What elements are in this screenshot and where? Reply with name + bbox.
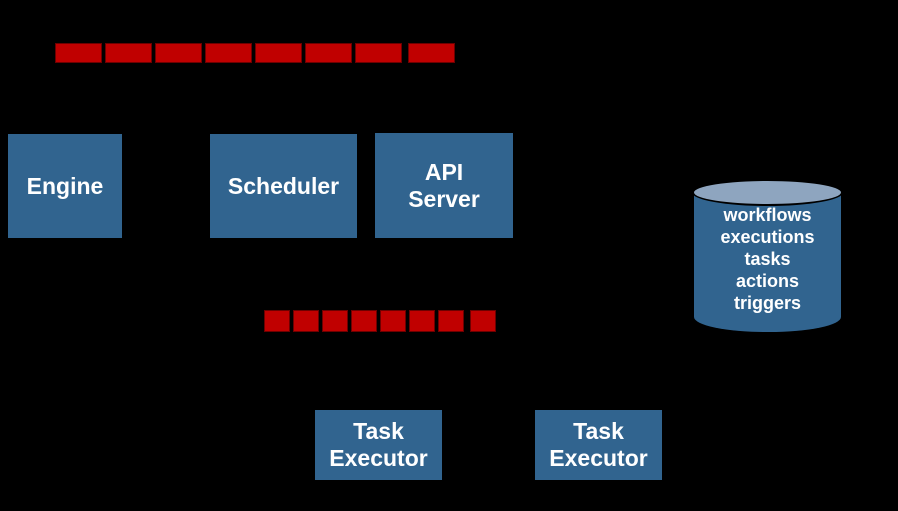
- queue-segment: [409, 310, 435, 332]
- queue-segment: [470, 310, 496, 332]
- queue-segment: [255, 43, 302, 63]
- datastore-item: tasks: [744, 249, 791, 269]
- api-server-label: API Server: [408, 158, 480, 212]
- queue-segment: [380, 310, 406, 332]
- queue-segment: [351, 310, 377, 332]
- datastore-item: workflows: [723, 205, 812, 225]
- queue-segment: [305, 43, 352, 63]
- queue-segment: [322, 310, 348, 332]
- engine-label: Engine: [26, 172, 104, 199]
- message-queue-middle: [264, 310, 496, 332]
- task-executor-label: Task Executor: [549, 418, 648, 471]
- datastore-cylinder-body: [692, 192, 843, 334]
- queue-segment: [55, 43, 102, 63]
- task-executor-node-1: Task Executor: [315, 410, 442, 480]
- queue-segment: [408, 43, 455, 63]
- datastore-cylinder-top-ellipse: [692, 179, 843, 206]
- queue-segment: [155, 43, 202, 63]
- datastore-item: executions: [720, 227, 815, 247]
- task-executor-node-2: Task Executor: [535, 410, 662, 480]
- task-executor-label: Task Executor: [329, 418, 428, 471]
- queue-segment: [293, 310, 319, 332]
- datastore-items: workflows executions tasks actions trigg…: [692, 204, 843, 314]
- datastore-item: triggers: [733, 293, 802, 313]
- queue-segment: [205, 43, 252, 63]
- queue-segment: [438, 310, 464, 332]
- scheduler-label: Scheduler: [227, 172, 340, 199]
- scheduler-node: Scheduler: [210, 134, 357, 238]
- datastore-cylinder: workflows executions tasks actions trigg…: [692, 179, 843, 335]
- queue-segment: [264, 310, 290, 332]
- queue-segment: [105, 43, 152, 63]
- api-server-node: API Server: [375, 133, 513, 238]
- engine-node: Engine: [8, 134, 122, 238]
- queue-segment: [355, 43, 402, 63]
- message-queue-top: [55, 43, 455, 63]
- datastore-item: actions: [735, 271, 800, 291]
